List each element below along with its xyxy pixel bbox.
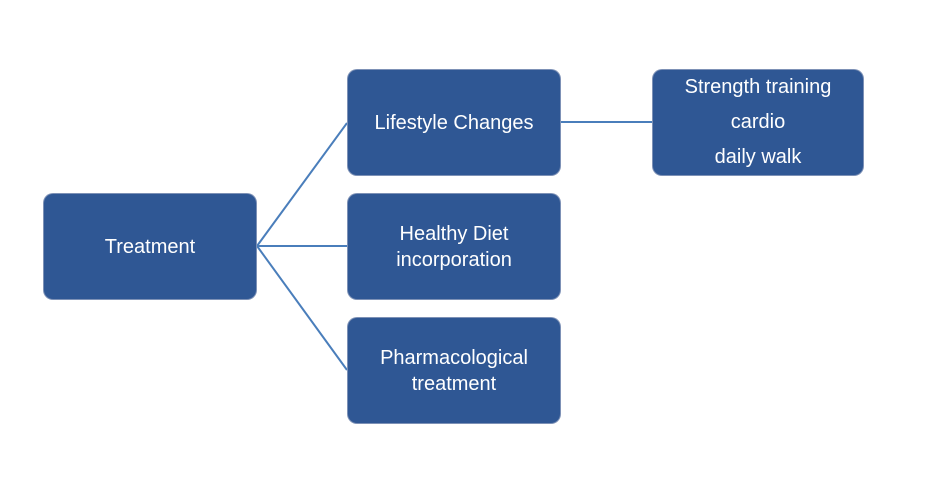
node-exercise-details[interactable]: Strength training cardio daily walk (652, 69, 864, 176)
node-healthy-diet-label: Healthy Diet incorporation (396, 222, 512, 271)
node-treatment-label: Treatment (104, 235, 196, 258)
node-exercise-line-strength-training: Strength training (684, 76, 832, 98)
node-healthy-diet[interactable]: Healthy Diet incorporation (347, 193, 561, 300)
node-lifestyle-changes[interactable]: Lifestyle Changes (347, 69, 561, 176)
node-lifestyle-changes-label: Lifestyle Changes (374, 111, 534, 134)
node-exercise-line-daily-walk: daily walk (714, 146, 802, 168)
node-exercise-line-cardio: cardio (730, 111, 786, 133)
connector-treatment-lifestyle (256, 122, 348, 247)
node-pharmacological-treatment-label: Pharmacological treatment (380, 346, 528, 395)
connector-treatment-pharma (256, 245, 348, 371)
node-treatment[interactable]: Treatment (43, 193, 257, 300)
node-pharmacological-treatment[interactable]: Pharmacological treatment (347, 317, 561, 424)
